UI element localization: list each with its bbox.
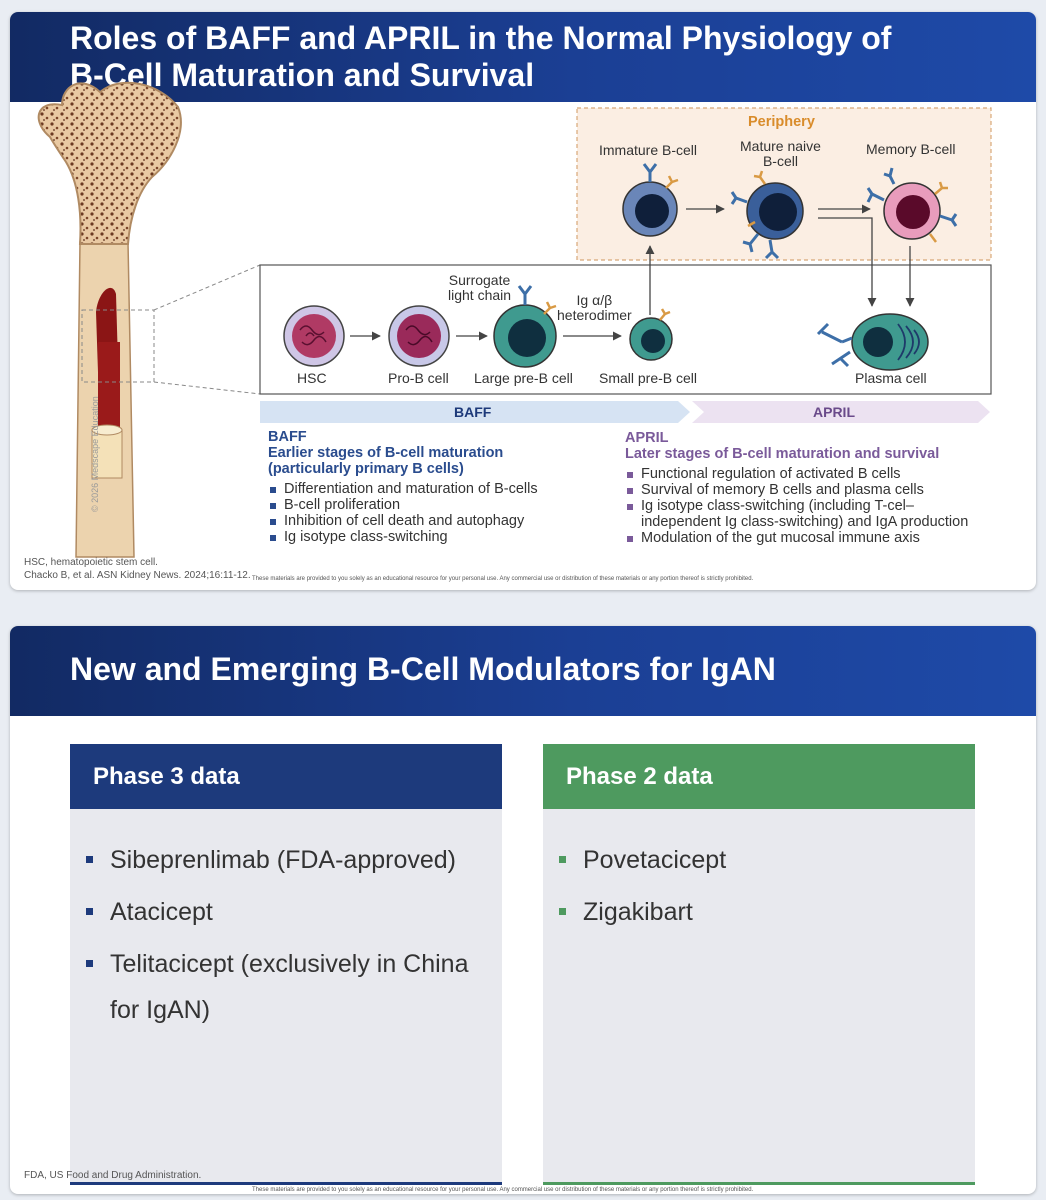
april-sub1: Later stages of B-cell maturation and su… [625, 446, 940, 462]
immature-b-cell [622, 163, 679, 237]
slide2-header: New and Emerging B-Cell Modulators for I… [10, 626, 1036, 716]
phase2-list: Povetacicept Zigakibart [543, 837, 975, 935]
zoom-line-bottom [153, 381, 261, 395]
ig-line1: Ig α/β [576, 292, 613, 308]
baff-sub1: Earlier stages of B-cell maturation [268, 445, 504, 461]
baff-sub2: (particularly primary B cells) [268, 461, 464, 477]
bone-head [37, 81, 182, 245]
large-pre-b-cell [493, 285, 557, 368]
periphery-label: Periphery [748, 114, 815, 130]
phase3-item: Telitacicept (exclusively in China for I… [86, 941, 482, 1033]
phase3-panel: Phase 3 data Sibeprenlimab (FDA-approved… [70, 744, 502, 1185]
april-list: Functional regulation of activated B cel… [625, 466, 1030, 546]
phase2-bottom-rule [543, 1182, 975, 1185]
slide1-title: Roles of BAFF and APRIL in the Normal Ph… [70, 20, 891, 94]
baff-block: BAFF Earlier stages of B-cell maturation… [268, 429, 618, 545]
april-block: APRIL Later stages of B-cell maturation … [625, 430, 1030, 546]
large-pre-b-cell-label: Large pre-B cell [474, 370, 573, 386]
slide-baff-april: Roles of BAFF and APRIL in the Normal Ph… [10, 12, 1036, 590]
phase2-item: Zigakibart [559, 889, 955, 935]
ig-line2: heterodimer [557, 307, 632, 323]
baff-bar-label: BAFF [454, 404, 492, 420]
april-bar-label: APRIL [813, 404, 855, 420]
phase3-item-line2: for IgAN) [110, 996, 211, 1024]
ig-heterodimer-label: Ig α/β heterodimer [557, 293, 632, 323]
april-item-continuation: independent Ig class-switching) and IgA … [641, 514, 969, 530]
mature-naive-b-cell-label: Mature naive B-cell [740, 139, 821, 169]
april-bar [692, 401, 990, 423]
phase3-item-line1: Telitacicept (exclusively in China [110, 950, 469, 978]
marrow-lower [98, 342, 120, 437]
mature-naive-b-cell [730, 170, 804, 260]
slide-b-cell-modulators: New and Emerging B-Cell Modulators for I… [10, 626, 1036, 1194]
b-cell-maturation-diagram [37, 81, 992, 558]
slide2-disclaimer: These materials are provided to you sole… [252, 1187, 754, 1193]
plasma-cell-label: Plasma cell [855, 370, 927, 386]
bone-cut [91, 429, 123, 479]
phase2-body: Povetacicept Zigakibart [543, 809, 975, 1182]
mature-naive-line2: B-cell [762, 153, 798, 169]
zoom-box [81, 309, 155, 383]
phase3-item: Atacicept [86, 889, 482, 935]
surrogate-line1: Surrogate [448, 272, 511, 288]
hsc-label: HSC [297, 370, 327, 386]
memory-b-cell [866, 167, 958, 243]
baff-item: Ig isotype class-switching [268, 529, 618, 545]
april-item: Ig isotype class-switching (including T-… [625, 498, 1030, 514]
baff-item: Inhibition of cell death and autophagy [268, 513, 618, 529]
phase2-panel: Phase 2 data Povetacicept Zigakibart [543, 744, 975, 1185]
plasma-cell [816, 313, 929, 371]
april-heading: APRIL [625, 430, 669, 446]
phase3-body: Sibeprenlimab (FDA-approved) Atacicept T… [70, 809, 502, 1182]
baff-bar [260, 401, 690, 423]
phase3-bottom-rule [70, 1182, 502, 1185]
april-item: Modulation of the gut mucosal immune axi… [625, 530, 1030, 546]
bone-cut-top [91, 424, 123, 436]
baff-heading: BAFF [268, 429, 307, 445]
phase3-item: Sibeprenlimab (FDA-approved) [86, 837, 482, 883]
slide1-header: Roles of BAFF and APRIL in the Normal Ph… [10, 12, 1036, 102]
april-item: Functional regulation of activated B cel… [625, 466, 1030, 482]
small-pre-b-cell [629, 308, 673, 361]
pro-b-cell [388, 305, 450, 367]
surrogate-light-chain-label: Surrogate light chain [448, 273, 511, 303]
baff-item: Differentiation and maturation of B-cell… [268, 481, 618, 497]
phase3-list: Sibeprenlimab (FDA-approved) Atacicept T… [70, 837, 502, 1033]
phase3-header: Phase 3 data [70, 744, 502, 809]
phase2-item: Povetacicept [559, 837, 955, 883]
small-pre-b-cell-label: Small pre-B cell [599, 370, 698, 386]
slide1-disclaimer: These materials are provided to you sole… [252, 576, 754, 582]
surrogate-line2: light chain [448, 287, 512, 303]
bone-illustration [37, 81, 182, 558]
slide2-title: New and Emerging B-Cell Modulators for I… [70, 651, 776, 687]
memory-b-cell-label: Memory B-cell [866, 141, 956, 157]
slide2-footnote: FDA, US Food and Drug Administration. [24, 1170, 202, 1181]
immature-b-cell-label: Immature B-cell [599, 142, 698, 158]
footnote-reference: Chacko B, et al. ASN Kidney News. 2024;1… [24, 570, 251, 581]
mature-naive-line1: Mature naive [740, 138, 821, 154]
arrow-mature-plasma [818, 217, 877, 307]
hsc-cell [283, 305, 345, 367]
april-item: Survival of memory B cells and plasma ce… [625, 482, 1030, 498]
copyright-watermark: © 2026 Medscape Education [90, 396, 100, 512]
pro-b-cell-label: Pro-B cell [388, 370, 449, 386]
zoom-line-top [153, 264, 261, 311]
footnote-hsc: HSC, hematopoietic stem cell. [24, 557, 158, 568]
baff-item: B-cell proliferation [268, 497, 618, 513]
phase2-header: Phase 2 data [543, 744, 975, 809]
baff-list: Differentiation and maturation of B-cell… [268, 481, 618, 545]
slide1-title-line1: Roles of BAFF and APRIL in the Normal Ph… [70, 20, 892, 56]
